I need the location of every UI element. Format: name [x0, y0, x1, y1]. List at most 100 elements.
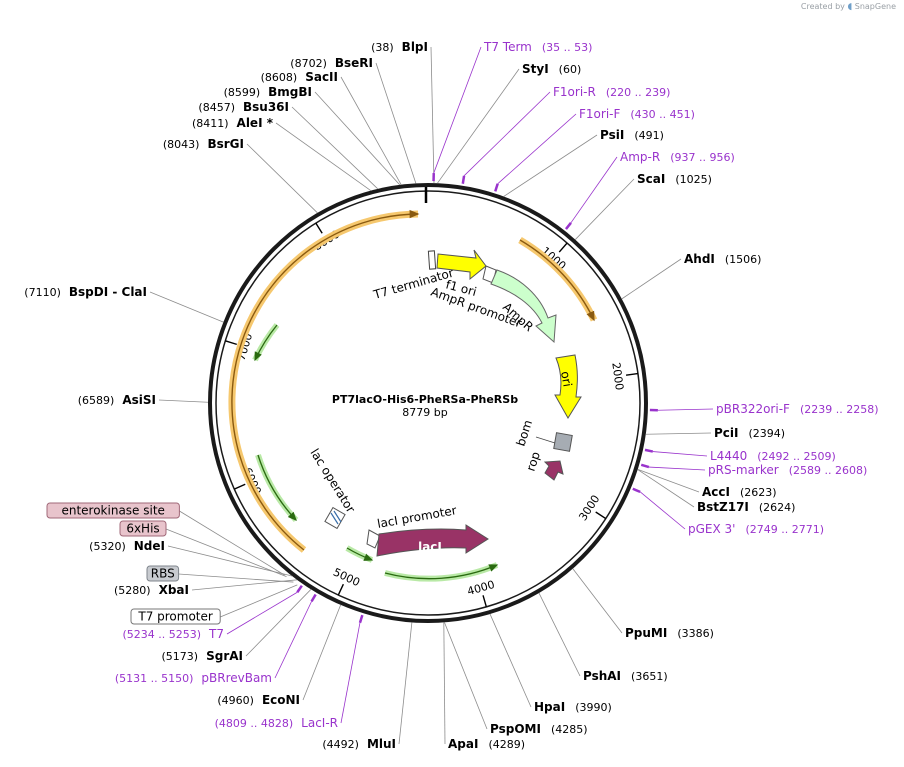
primer-leader — [226, 591, 298, 635]
site-econi[interactable]: (4960)EcoNI — [217, 604, 342, 707]
leader-line — [340, 76, 402, 185]
site-pspomi[interactable]: PspOMI(4285) — [444, 622, 588, 736]
site-scai[interactable]: ScaI(1025) — [575, 172, 712, 240]
primer-label-prs-marker: pRS-marker(2589 .. 2608) — [708, 463, 867, 477]
site-sgrai[interactable]: (5173)SgrAI — [162, 589, 312, 663]
primer-label-laci-r: (4809 .. 4828)LacI-R — [215, 716, 338, 730]
site-label-styi: StyI(60) — [522, 62, 581, 76]
site-label-ppumi: PpuMI(3386) — [625, 626, 714, 640]
primer-prs-marker[interactable]: pRS-marker(2589 .. 2608) — [640, 463, 867, 477]
site-ahdi[interactable]: AhdI(1506) — [621, 252, 762, 300]
site-label-blpi: (38)BlpI — [371, 40, 428, 54]
feature-rop[interactable]: rop — [524, 450, 564, 481]
site-pcii[interactable]: PciI(2394) — [645, 426, 785, 440]
leader-line — [443, 622, 446, 745]
site-bspdi-clai[interactable]: (7110)BspDI - ClaI — [24, 285, 224, 323]
site-label-sgrai: (5173)SgrAI — [162, 649, 243, 663]
primer-laci-r[interactable]: (4809 .. 4828)LacI-R — [215, 614, 364, 730]
site-hpai[interactable]: HpaI(3990) — [489, 613, 612, 714]
orf-arrow-small-3 — [346, 547, 374, 561]
primer-pgex-3[interactable]: pGEX 3'(2749 .. 2771) — [632, 487, 824, 536]
site-label-sacii: (8608)SacII — [261, 70, 338, 84]
site-label-apai: ApaI(4289) — [448, 737, 525, 751]
tick-label-4000: 4000 — [466, 578, 496, 598]
leader-line — [302, 604, 342, 701]
site-alei[interactable]: (8411)AleI * — [192, 116, 371, 191]
watermark-brand: SnapGene — [854, 2, 896, 11]
leader-line — [375, 62, 417, 184]
leader-line — [158, 399, 209, 403]
site-blpi[interactable]: (38)BlpI — [371, 40, 435, 184]
primer-pbrrevbam[interactable]: (5131 .. 5150)pBRrevBam — [115, 593, 317, 685]
primer-f1ori-r[interactable]: F1ori-R(220 .. 239) — [461, 85, 671, 184]
primer-pbr322ori-f[interactable]: pBR322ori-F(2239 .. 2258) — [649, 402, 879, 416]
label-laci-promoter: lacI promoter — [376, 503, 458, 531]
feature-lac-operator[interactable]: lac operator — [307, 446, 358, 530]
primer-label-pgex-3: pGEX 3'(2749 .. 2771) — [688, 522, 824, 536]
primer-mark — [564, 222, 572, 230]
site-label-bspdi-clai: (7110)BspDI - ClaI — [24, 285, 147, 299]
site-apai[interactable]: ApaI(4289) — [443, 622, 525, 751]
tick-mark-6000 — [233, 483, 246, 490]
leader-line — [637, 469, 695, 508]
site-sacii[interactable]: (8608)SacII — [261, 70, 402, 185]
primer-label-t7-term: T7 Term(35 .. 53) — [483, 40, 592, 54]
site-label-bsu36i: (8457)Bsu36I — [198, 100, 289, 114]
site-label-hpai: HpaI(3990) — [534, 700, 612, 714]
site-label-bsrgi: (8043)BsrGI — [163, 137, 244, 151]
tick-mark-1000 — [558, 242, 568, 253]
site-bseri[interactable]: (8702)BseRI — [290, 56, 417, 184]
site-asisi[interactable]: (6589)AsiSI — [78, 393, 209, 407]
primer-label-pbr322ori-f: pBR322ori-F(2239 .. 2258) — [716, 402, 879, 416]
primer-t7[interactable]: (5234 .. 5253)T7 — [122, 584, 303, 641]
site-label-bstz17i: BstZ17I(2624) — [697, 500, 795, 514]
orf-arrow-small-2 — [257, 454, 297, 521]
primer-amp-r[interactable]: Amp-R(937 .. 956) — [564, 150, 735, 230]
leader-line — [245, 589, 312, 657]
site-mlui[interactable]: (4492)MluI — [322, 622, 413, 751]
site-label-xbai: (5280)XbaI — [114, 583, 189, 597]
primer-t7-term[interactable]: T7 Term(35 .. 53) — [432, 40, 593, 182]
primer-label-l4440: L4440(2492 .. 2509) — [710, 449, 836, 463]
feature-ampr[interactable]: AmpR — [490, 269, 557, 344]
feature-laci[interactable]: lacI — [376, 524, 489, 557]
site-bsrgi[interactable]: (8043)BsrGI — [163, 137, 318, 214]
primer-mark — [296, 584, 303, 593]
site-label-psii: PsiI(491) — [600, 128, 664, 142]
snapgene-watermark: Created by ◖ SnapGene — [801, 2, 896, 12]
plasmid-name: PT7lacO-His6-PheRSa-PheRSb — [332, 393, 518, 406]
feature-box-6xhis[interactable]: 6xHis — [119, 520, 287, 578]
primer-mark — [310, 593, 317, 602]
primer-label-t7: (5234 .. 5253)T7 — [122, 627, 224, 641]
tick-mark-2000 — [625, 372, 639, 376]
feature-box-bg — [119, 520, 167, 537]
site-label-ndei: (5320)NdeI — [89, 539, 165, 553]
tick-label-2000: 2000 — [609, 362, 626, 392]
tick-label-3000: 3000 — [576, 493, 602, 524]
site-bmgbi[interactable]: (8599)BmgBI — [224, 85, 401, 186]
orf-arrow-large — [231, 209, 420, 551]
primer-label-f1ori-r: F1ori-R(220 .. 239) — [553, 85, 670, 99]
feature-box-rbs[interactable]: RBS — [146, 565, 294, 583]
leader-line — [645, 432, 712, 435]
primer-mark — [358, 614, 364, 624]
site-pshai[interactable]: PshAI(3651) — [538, 592, 668, 683]
label-ori: ori — [558, 370, 574, 388]
feature-bom[interactable]: bom — [514, 418, 573, 452]
tick-mark-8000 — [315, 222, 323, 234]
feature-box-enterokinase-site[interactable]: enterokinase site — [46, 502, 285, 576]
site-bstz17i[interactable]: BstZ17I(2624) — [637, 469, 796, 514]
site-psii[interactable]: PsiI(491) — [503, 128, 664, 197]
site-bsu36i[interactable]: (8457)Bsu36I — [198, 100, 379, 190]
site-xbai[interactable]: (5280)XbaI — [114, 579, 298, 597]
feature-box-t7-promoter[interactable]: T7 promoter — [130, 584, 298, 625]
primer-f1ori-f[interactable]: F1ori-F(430 .. 451) — [494, 107, 695, 192]
site-ppumi[interactable]: PpuMI(3386) — [572, 568, 714, 640]
primer-l4440[interactable]: L4440(2492 .. 2509) — [644, 448, 836, 463]
site-styi[interactable]: StyI(60) — [437, 62, 581, 184]
site-acci[interactable]: AccI(2623) — [637, 469, 777, 499]
feature-box-label: enterokinase site — [61, 504, 164, 518]
feature-ori[interactable]: ori — [554, 354, 582, 419]
feature-box-label: RBS — [151, 567, 175, 581]
